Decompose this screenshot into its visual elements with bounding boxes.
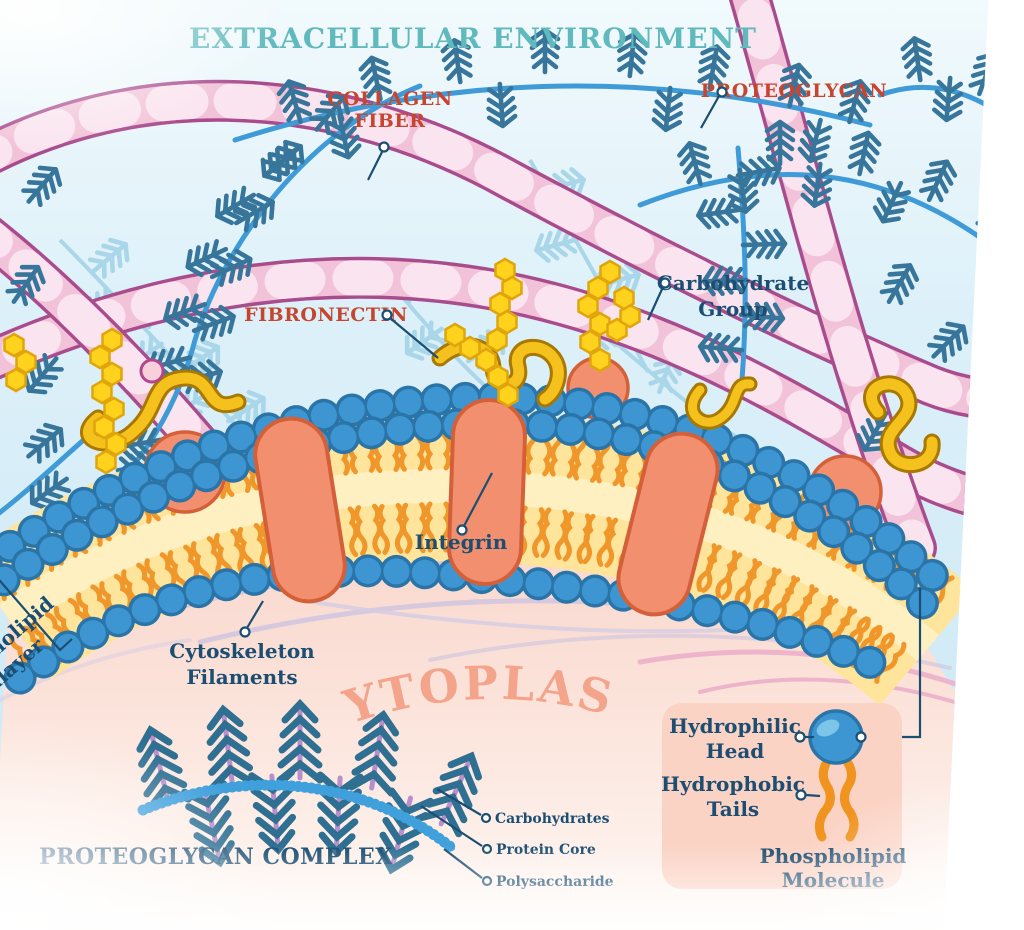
collagen-fiber-4 bbox=[721, 0, 937, 569]
hydrophobic-tails-label-line1: Hydrophobic bbox=[661, 772, 805, 796]
cytoskeleton-filaments-label-line2: Filaments bbox=[186, 665, 297, 689]
phospholipid-bilayer-membrane bbox=[0, 356, 977, 706]
integrin-proteins bbox=[253, 398, 720, 617]
hydrophilic-head-label-line1: Hydrophilic bbox=[669, 714, 801, 738]
glycoprotein-bead bbox=[139, 358, 165, 384]
hydrophobic-tails-bullet bbox=[795, 789, 807, 801]
proteoglycan-label: PROTEOGLYCAN bbox=[701, 80, 888, 102]
integrin-capsule-center bbox=[447, 398, 527, 586]
collagen-fiber-label-line2: FIBER bbox=[354, 110, 425, 132]
carbohydrate-group-label-line1: Carbohydrate bbox=[657, 271, 809, 295]
hydrophilic-head-bullet bbox=[794, 731, 806, 743]
connector-bullet bbox=[855, 731, 867, 743]
hydrophilic-head-sphere bbox=[808, 709, 864, 765]
fibronectin-label: FIBRONECTIN bbox=[244, 304, 408, 326]
fibronectin-4 bbox=[685, 376, 758, 430]
fibronectin-3 bbox=[863, 375, 941, 474]
collagen-fiber-2 bbox=[0, 204, 227, 473]
hydrophobic-tails-label-line2: Tails bbox=[707, 797, 759, 821]
integrin-capsule-right bbox=[616, 431, 720, 617]
hydrophilic-head-label-line2: Head bbox=[706, 739, 765, 763]
carbohydrate-chains bbox=[3, 257, 641, 475]
cytoskeleton-filaments-label-line1: Cytoskeleton bbox=[169, 639, 315, 663]
phospholipid-bilayer-bracket bbox=[0, 573, 73, 652]
carbohydrate-group-label-line2: Group bbox=[698, 297, 767, 321]
integrin-capsule-left bbox=[253, 416, 347, 604]
collagen-fiber-label-line1: COLLAGEN bbox=[327, 88, 452, 110]
fade-top-left bbox=[0, 0, 290, 150]
fibronectin-1 bbox=[80, 369, 247, 452]
proteoglycan-arc bbox=[232, 83, 873, 143]
carbohydrates-callout: Carbohydrates bbox=[495, 811, 610, 827]
fade-bottom bbox=[0, 845, 1024, 930]
fibronectin-2 bbox=[431, 337, 567, 408]
fibronectin-molecules bbox=[80, 337, 941, 474]
